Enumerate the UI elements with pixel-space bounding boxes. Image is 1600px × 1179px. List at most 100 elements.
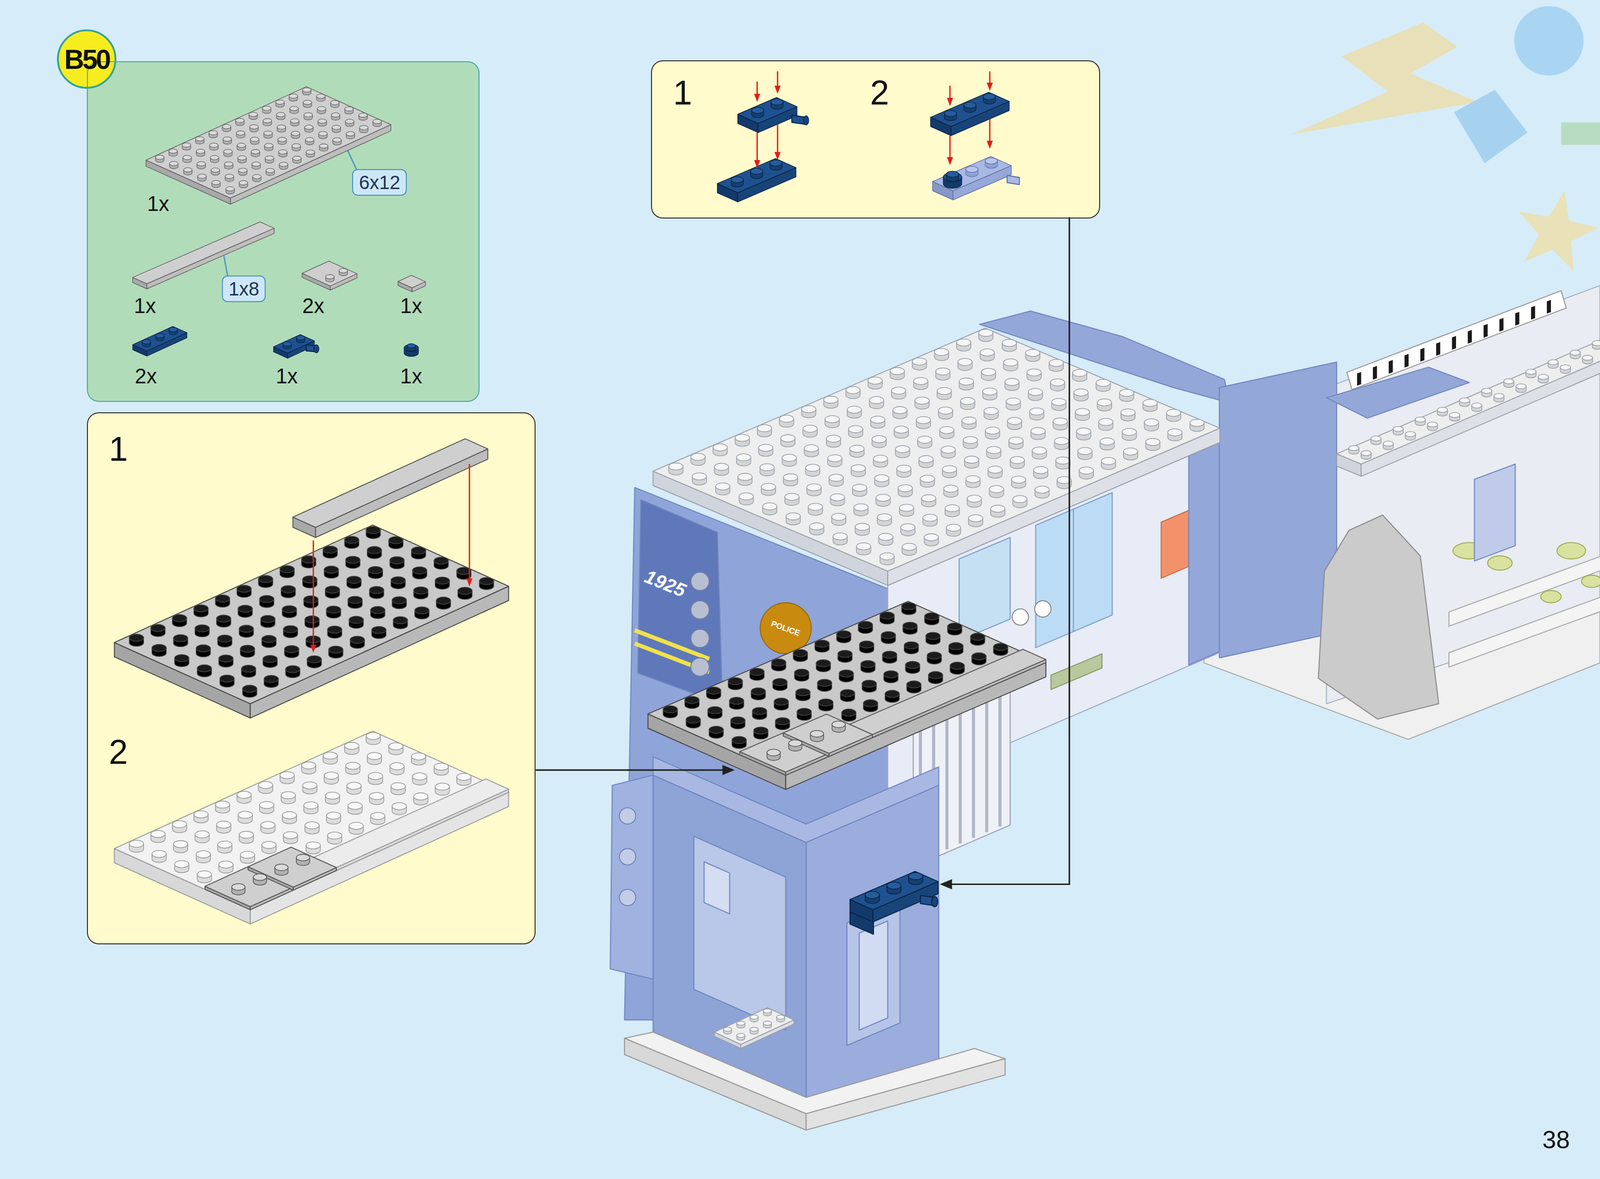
stud-top	[150, 830, 165, 838]
stud-top	[168, 327, 178, 332]
stud-top	[316, 94, 326, 99]
stud-top	[784, 493, 799, 501]
plant	[1557, 542, 1586, 559]
stud-top	[332, 137, 342, 143]
jail-bar	[985, 689, 988, 833]
stud-top	[258, 781, 273, 789]
stud-top	[839, 670, 854, 678]
stud-top	[983, 93, 996, 100]
stud-top	[392, 596, 407, 604]
stud-top	[260, 615, 276, 623]
stud-top	[259, 801, 274, 809]
stud-top	[195, 136, 204, 142]
stud-top	[858, 621, 873, 629]
stud-top	[1003, 358, 1018, 366]
stud-top	[1548, 359, 1559, 365]
quantity-label: 2x	[302, 295, 325, 317]
stud-top	[816, 660, 831, 668]
quantity-label: 2x	[134, 365, 157, 387]
stud-top	[960, 397, 975, 405]
window-bar	[1073, 508, 1074, 632]
stud-top	[281, 792, 296, 800]
stud-top	[1098, 418, 1113, 426]
parts-list	[132, 86, 426, 359]
stud-top	[193, 811, 209, 819]
stud-top	[277, 137, 287, 142]
stud-top	[1120, 409, 1136, 417]
stud-top	[706, 687, 721, 695]
stud-top	[215, 595, 230, 603]
stud-top	[1494, 393, 1505, 399]
fence-bar	[1451, 335, 1457, 350]
stud-top	[305, 822, 320, 830]
stud-top	[877, 514, 892, 522]
stud-top	[917, 436, 932, 444]
assembly-arrow	[468, 464, 470, 581]
stud-top	[1481, 388, 1492, 394]
fence-bar	[1483, 324, 1488, 338]
stud-top	[301, 762, 317, 770]
stud-top	[837, 650, 853, 658]
stud-top	[749, 668, 765, 676]
stud-top	[948, 642, 964, 651]
stud-top	[1167, 429, 1182, 437]
brick-top	[114, 731, 509, 911]
fence-bar	[1531, 306, 1536, 320]
stud-top	[323, 546, 338, 554]
brick-top	[783, 714, 873, 754]
callout-fill	[651, 60, 1101, 219]
stud-top	[880, 612, 895, 620]
stud-top	[707, 706, 722, 714]
decorations	[1290, 6, 1600, 272]
jail-bar	[945, 707, 949, 851]
stud-top	[870, 416, 885, 424]
stud-top	[370, 812, 385, 820]
stud-top	[855, 523, 870, 531]
stud-top	[435, 783, 450, 791]
stud-top	[344, 536, 359, 544]
stud-top	[236, 130, 245, 135]
side-wall	[610, 775, 653, 980]
stud-top	[832, 721, 846, 729]
stud-top	[861, 660, 876, 668]
stud-top	[728, 678, 743, 686]
stud-top	[240, 851, 255, 859]
stud-top	[193, 604, 209, 613]
stud-top	[749, 1027, 758, 1033]
part-size: 1x8	[228, 279, 260, 299]
stud-top	[194, 831, 210, 839]
bar-shape	[1561, 122, 1600, 145]
stud-top	[723, 1027, 732, 1033]
stud-top	[262, 655, 278, 663]
stud-top	[829, 474, 844, 482]
stud-top	[826, 435, 841, 443]
stud-top	[912, 358, 927, 366]
stud-top	[249, 112, 258, 117]
stud-top	[1025, 349, 1040, 357]
stud-top	[209, 130, 218, 135]
stud-top	[388, 742, 403, 750]
stud-top	[239, 625, 254, 633]
leader-arrow	[722, 765, 735, 776]
pillar	[1188, 442, 1220, 666]
stud-top	[890, 367, 905, 375]
stud-top	[305, 615, 320, 623]
quantity-label: 1x	[400, 295, 422, 317]
stud-top	[249, 124, 259, 129]
stud-top	[242, 685, 257, 693]
stud-top	[970, 633, 985, 641]
stud-top	[1073, 389, 1089, 397]
stud-top	[317, 118, 327, 124]
stud-top	[928, 671, 943, 680]
stud-top	[235, 118, 245, 123]
stud-top	[883, 670, 899, 679]
stud-top	[849, 445, 864, 453]
stud-top	[292, 156, 302, 161]
stud-top	[785, 513, 801, 521]
stud-top	[985, 427, 1000, 435]
stud-top	[956, 338, 971, 346]
stud-top	[371, 626, 386, 634]
stud-top	[738, 493, 754, 501]
stud-top	[303, 802, 318, 810]
